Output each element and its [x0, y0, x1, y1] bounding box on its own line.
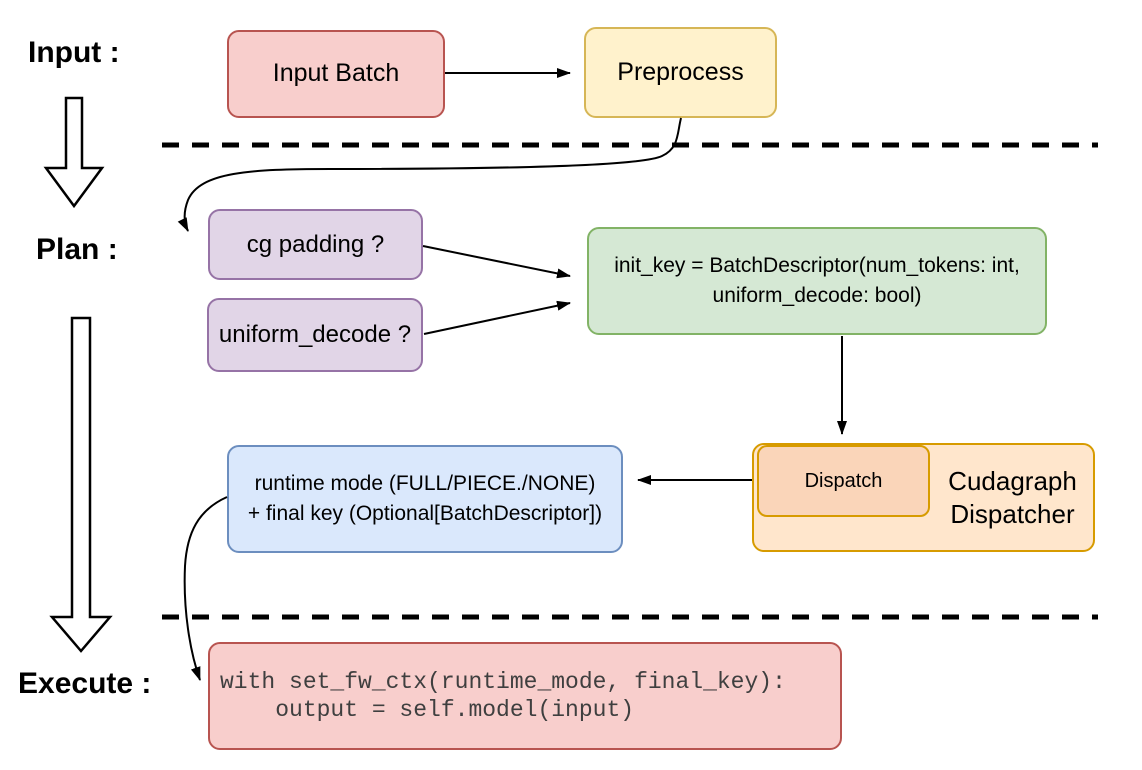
execute-code-line2: output = self.model(input): [220, 697, 635, 723]
node-dispatch-label: Dispatch: [804, 469, 883, 492]
stage-label-plan: Plan :: [36, 233, 118, 266]
arrow-uniform-decode-to-init-key: [423, 300, 571, 335]
node-input-batch: Input Batch: [227, 30, 445, 118]
node-preprocess-label: Preprocess: [617, 57, 744, 86]
execute-code-line1: with set_fw_ctx(runtime_mode, final_key)…: [220, 669, 786, 695]
node-cg-padding: cg padding ?: [208, 209, 423, 280]
cudagraph-dispatcher-line2: Dispatcher: [950, 498, 1075, 529]
node-uniform-decode-label: uniform_decode ?: [218, 321, 412, 348]
cudagraph-dispatcher-line1: Cudagraph: [948, 465, 1077, 496]
stage-label-execute: Execute :: [18, 667, 152, 700]
node-dispatch: Dispatch: [757, 445, 930, 517]
node-init-key-line1: init_key = BatchDescriptor(num_tokens: i…: [614, 254, 1020, 277]
node-init-key: init_key = BatchDescriptor(num_tokens: i…: [587, 227, 1047, 335]
node-runtime-mode: runtime mode (FULL/PIECE./NONE) + final …: [227, 445, 623, 553]
node-uniform-decode: uniform_decode ?: [207, 298, 423, 372]
node-preprocess: Preprocess: [584, 27, 777, 118]
arrow-cg-padding-to-init-key: [422, 245, 571, 279]
input-down-arrow-icon: [43, 96, 105, 209]
stage-label-input: Input :: [28, 36, 120, 69]
node-init-key-line2: uniform_decode: bool): [712, 284, 922, 307]
node-runtime-mode-line2: + final key (Optional[BatchDescriptor]): [247, 502, 603, 525]
plan-down-arrow-icon: [49, 316, 113, 653]
node-runtime-mode-line1: runtime mode (FULL/PIECE./NONE): [254, 472, 596, 495]
node-execute-code: with set_fw_ctx(runtime_mode, final_key)…: [208, 642, 842, 750]
node-cg-padding-label: cg padding ?: [246, 230, 385, 258]
node-input-batch-label: Input Batch: [272, 59, 400, 88]
cudagraph-dispatcher-label: Cudagraph Dispatcher: [932, 445, 1093, 550]
